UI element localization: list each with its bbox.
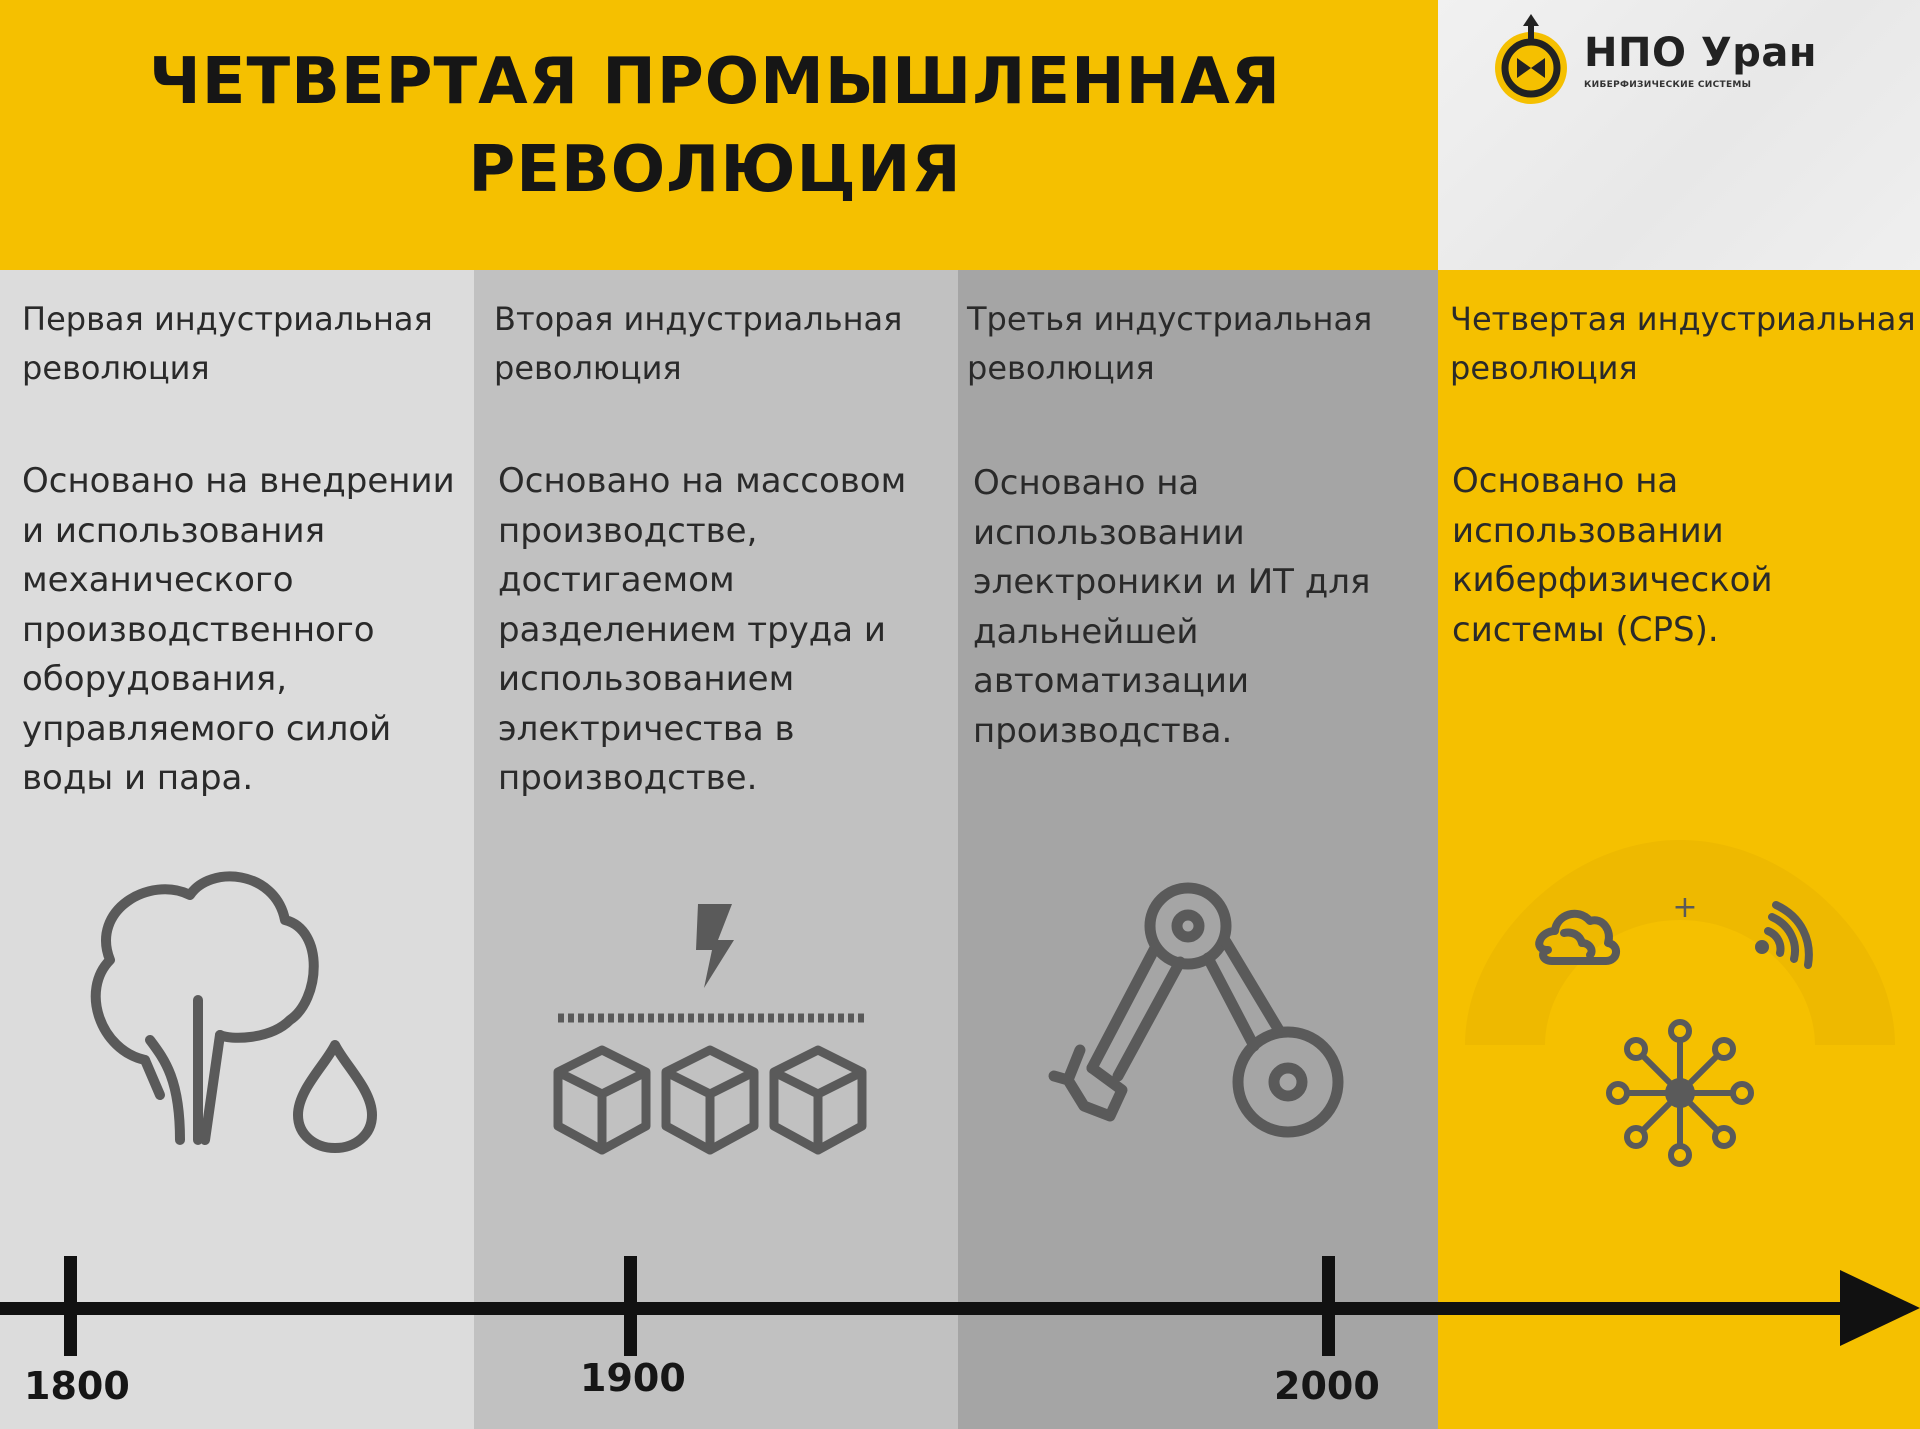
plus-sign: + [1672, 890, 1697, 925]
era-1-heading-line-2: революция [22, 349, 210, 387]
network-icon [1606, 1019, 1754, 1167]
era-3-heading-line-2: революция [967, 349, 1155, 387]
era-1-desc-line: и использования [22, 510, 326, 551]
tick-2000 [1322, 1256, 1335, 1356]
era-1-desc-line: Основано на внедрении [22, 461, 455, 501]
era-column-2 [474, 270, 958, 1429]
lightning-icon [696, 904, 734, 988]
logo-icon [1495, 14, 1567, 104]
era-3-desc-line: электроники и ИТ для [973, 562, 1371, 602]
era-2-desc-line: электричества в [498, 708, 795, 749]
era-2-description: Основано на массовом производстве, дости… [498, 457, 906, 804]
timeline [0, 1256, 1920, 1356]
era-3-heading: Третья индустриальная революция [967, 295, 1372, 393]
era-4-desc-line: киберфизической [1452, 560, 1773, 600]
year-label-1900: 1900 [580, 1356, 686, 1400]
era-1-description: Основано на внедрении и использования ме… [22, 457, 455, 804]
era-4-heading-line-1: Четвертая индустриальная [1450, 300, 1916, 338]
era-4-description: Основано на использовании киберфизическо… [1452, 457, 1773, 655]
era-1-desc-line: механического [22, 560, 294, 600]
era-3-desc-line: автоматизации [973, 661, 1250, 701]
era-4-desc-line: Основано на [1452, 461, 1679, 501]
era-2-desc-line: разделением труда и [498, 609, 887, 650]
title-line-1: ЧЕТВЕРТАЯ ПРОМЫШЛЕННАЯ [149, 45, 1281, 119]
era-4-heading-line-2: революция [1450, 349, 1638, 387]
era-2-desc-line: производстве. [498, 758, 758, 798]
era-column-3 [958, 270, 1438, 1429]
cloud-icon [1535, 909, 1620, 965]
era-1-desc-line: управляемого силой [22, 708, 392, 749]
arc-background [1465, 840, 1895, 1045]
logo-name: НПО Уран [1584, 30, 1817, 76]
electric-conveyor-icon [553, 904, 867, 1155]
era-1-heading: Первая индустриальная революция [22, 295, 433, 393]
tick-1800 [64, 1256, 77, 1356]
year-label-1800: 1800 [24, 1364, 130, 1408]
era-4-heading: Четвертая индустриальная революция [1450, 295, 1916, 393]
era-2-desc-line: использованием [498, 659, 795, 699]
era-2-desc-line: достигаемом [498, 560, 735, 600]
era-2-heading-line-1: Вторая индустриальная [494, 300, 903, 338]
era-3-desc-line: производства. [973, 710, 1233, 751]
cloud-wifi-network-icon: + [1465, 840, 1895, 1167]
tick-1900 [624, 1256, 637, 1356]
era-2-desc-line: производстве, [498, 510, 758, 551]
page-title: ЧЕТВЕРТАЯ ПРОМЫШЛЕННАЯ РЕВОЛЮЦИЯ [120, 38, 1310, 214]
era-1-desc-line: оборудования, [22, 659, 288, 699]
wifi-icon [1755, 901, 1813, 969]
era-3-desc-line: дальнейшей [973, 611, 1199, 652]
era-2-desc-line: Основано на массовом [498, 461, 907, 501]
era-3-desc-line: использовании [973, 512, 1245, 553]
title-banner: ЧЕТВЕРТАЯ ПРОМЫШЛЕННАЯ РЕВОЛЮЦИЯ [0, 0, 1438, 270]
era-3-heading-line-1: Третья индустриальная [967, 300, 1373, 338]
title-line-2: РЕВОЛЮЦИЯ [468, 133, 962, 207]
era-1-desc-line: производственного [22, 609, 375, 650]
era-3-description: Основано на использовании электроники и … [973, 459, 1370, 756]
era-4-desc-line: использовании [1452, 510, 1724, 551]
era-3-desc-line: Основано на [973, 463, 1200, 503]
robot-arm-icon [1048, 882, 1344, 1138]
box-icons [553, 1045, 867, 1155]
steam-water-icon [90, 871, 377, 1153]
era-2-heading: Вторая индустриальная революция [494, 295, 902, 393]
era-1-desc-line: воды и пара. [22, 758, 254, 798]
logo-tagline: КИБЕРФИЗИЧЕСКИЕ СИСТЕМЫ [1584, 80, 1752, 90]
era-1-heading-line-1: Первая индустриальная [22, 300, 433, 338]
era-column-1 [0, 270, 474, 1429]
timeline-arrow-icon [1840, 1270, 1920, 1346]
era-4-desc-line: системы (CPS). [1452, 609, 1719, 650]
timeline-axis [0, 1302, 1850, 1315]
year-label-2000: 2000 [1274, 1364, 1380, 1408]
era-2-heading-line-2: революция [494, 349, 682, 387]
